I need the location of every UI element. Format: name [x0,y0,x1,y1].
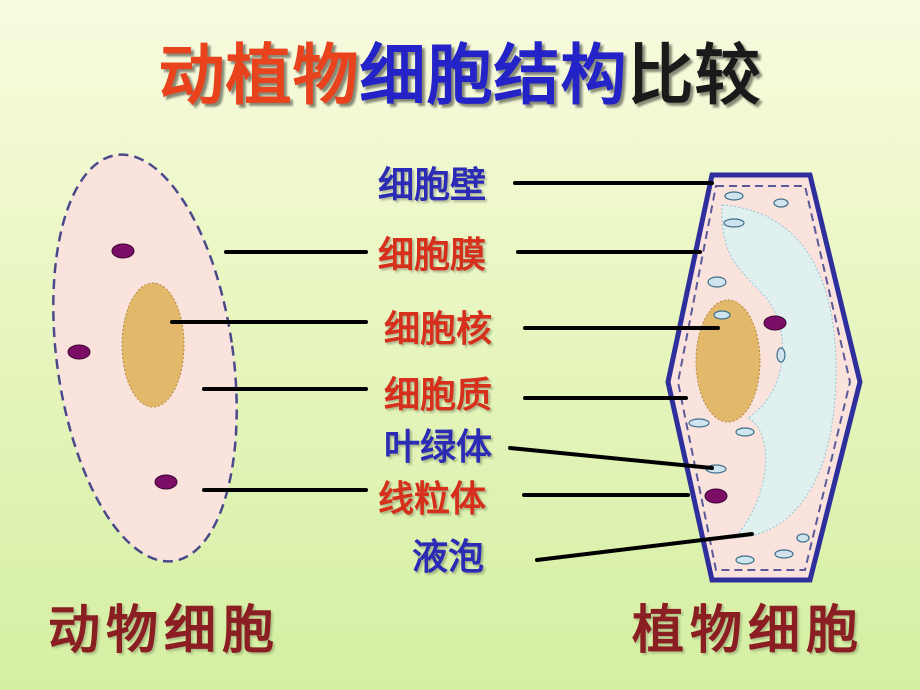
animal-mitochondrion-1 [111,243,135,259]
leader-lines [170,181,754,562]
title-part-2: 细胞结构 [359,37,628,114]
chloroplast [735,555,755,565]
plant-cell [665,172,863,583]
plant-cell-membrane [676,185,852,571]
chloroplast [735,427,755,437]
plant-mitochondrion-1 [763,315,787,331]
chloroplast [688,418,710,428]
plant-chloroplasts [688,191,810,565]
label-vacuole: 液泡 [412,537,485,578]
animal-cell [52,153,238,563]
plant-cell-caption: 植物细胞 [632,600,865,661]
label-cell-membrane: 细胞膜 [378,235,487,276]
label-cell-wall: 细胞壁 [378,165,487,206]
chloroplast [796,533,810,543]
plant-mitochondrion-2 [704,488,728,504]
chloroplast [774,549,794,559]
title-part-3: 比较 [627,37,762,114]
animal-mitochondrion-2 [67,344,91,360]
chloroplast [773,198,789,208]
leader-vacuole [535,532,754,562]
title-part-1: 动植物 [158,37,360,114]
page-title: 动植物细胞结构比较 [0,22,920,118]
plant-nucleus [695,299,761,423]
label-mitochondria: 线粒体 [378,479,487,520]
chloroplast [713,310,731,320]
label-nucleus: 细胞核 [384,309,493,350]
label-chloroplast: 叶绿体 [384,427,493,468]
leader-chloroplast [508,446,714,470]
plant-vacuole [721,204,837,539]
chloroplast [776,347,786,363]
chloroplast [723,218,745,228]
animal-mitochondrion-3 [154,474,178,490]
label-cytoplasm: 细胞质 [384,375,493,416]
animal-nucleus [121,282,185,408]
chloroplast [724,191,744,201]
chloroplast [707,276,727,288]
animal-cell-caption: 动物细胞 [48,600,281,661]
